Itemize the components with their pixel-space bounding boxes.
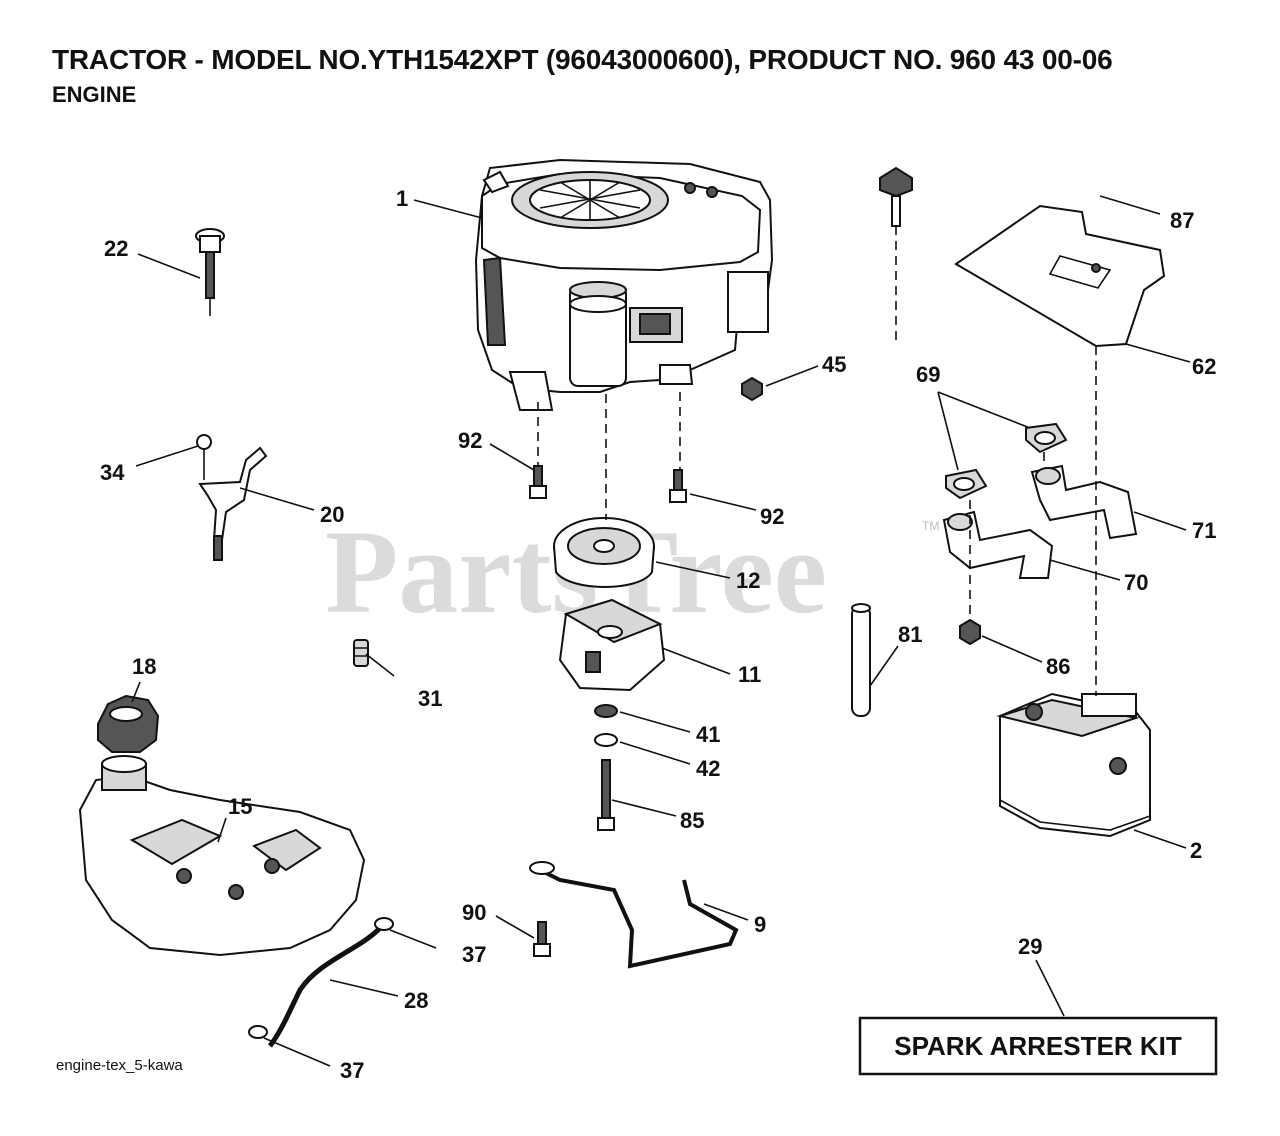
callout-92-left: 92 <box>458 428 482 453</box>
callout-42: 42 <box>696 756 720 781</box>
callout-70: 70 <box>1124 570 1148 595</box>
spark-arrester-kit-label: SPARK ARRESTER KIT <box>894 1031 1182 1061</box>
part-fitting[interactable] <box>353 639 369 667</box>
part-washer-42[interactable] <box>594 733 618 747</box>
part-fuel-line[interactable] <box>267 924 384 1048</box>
part-gasket-lower[interactable] <box>945 468 988 500</box>
part-electric-clutch[interactable] <box>558 598 666 692</box>
page-title: TRACTOR - MODEL NO.YTH1542XPT (960430006… <box>52 44 1113 75</box>
callout-41: 41 <box>696 722 720 747</box>
part-muffler[interactable] <box>996 692 1151 838</box>
diagram-code: engine-tex_5-kawa <box>56 1057 183 1074</box>
part-throttle-control[interactable] <box>196 434 268 561</box>
callout-37-lower: 37 <box>340 1058 364 1083</box>
callout-87: 87 <box>1170 208 1194 233</box>
part-hose-clamp-lower[interactable] <box>248 1025 268 1039</box>
part-bolt-90[interactable] <box>533 921 551 957</box>
part-exhaust-pipe-70[interactable] <box>942 510 1054 579</box>
part-tube[interactable] <box>851 603 871 717</box>
callout-85: 85 <box>680 808 704 833</box>
callout-37-upper: 37 <box>462 942 486 967</box>
callout-31: 31 <box>418 686 442 711</box>
part-bolt-right[interactable] <box>669 469 687 503</box>
callout-69: 69 <box>916 362 940 387</box>
callout-71: 71 <box>1192 518 1216 543</box>
callout-45: 45 <box>822 352 846 377</box>
callout-92-right: 92 <box>760 504 784 529</box>
part-nut-86[interactable] <box>959 618 981 646</box>
callout-90: 90 <box>462 900 486 925</box>
part-gasket-upper[interactable] <box>1025 422 1068 454</box>
callout-34: 34 <box>100 460 125 485</box>
callout-15: 15 <box>228 794 252 819</box>
part-fuel-tank[interactable] <box>78 755 366 957</box>
callout-2: 2 <box>1190 838 1202 863</box>
callout-81: 81 <box>898 622 922 647</box>
callout-22: 22 <box>104 236 128 261</box>
part-hose-clamp-upper[interactable] <box>374 917 394 931</box>
part-knob[interactable] <box>879 166 913 227</box>
callout-86: 86 <box>1046 654 1070 679</box>
watermark-tm: TM <box>922 519 939 533</box>
callout-12: 12 <box>736 568 760 593</box>
part-fuel-cap[interactable] <box>97 694 160 753</box>
callout-1: 1 <box>396 186 408 211</box>
callout-62: 62 <box>1192 354 1216 379</box>
callout-28: 28 <box>404 988 428 1013</box>
part-choke-knob[interactable] <box>195 228 225 316</box>
part-heat-shield[interactable] <box>954 204 1166 348</box>
page-subtitle: ENGINE <box>52 82 137 107</box>
callout-18: 18 <box>132 654 156 679</box>
callout-29: 29 <box>1018 934 1042 959</box>
part-exhaust-pipe-71[interactable] <box>1030 464 1138 540</box>
part-engine[interactable] <box>474 158 774 411</box>
callout-11: 11 <box>738 662 761 687</box>
part-pulley[interactable] <box>553 517 655 588</box>
spark-arrester-kit-link[interactable]: SPARK ARRESTER KIT <box>858 1016 1218 1076</box>
callout-9: 9 <box>754 912 766 937</box>
part-nut[interactable] <box>741 376 763 402</box>
part-rod[interactable] <box>529 861 739 969</box>
callout-20: 20 <box>320 502 344 527</box>
part-washer-41[interactable] <box>594 704 618 718</box>
part-bolt-left[interactable] <box>529 465 547 499</box>
part-bolt-85[interactable] <box>597 759 615 831</box>
